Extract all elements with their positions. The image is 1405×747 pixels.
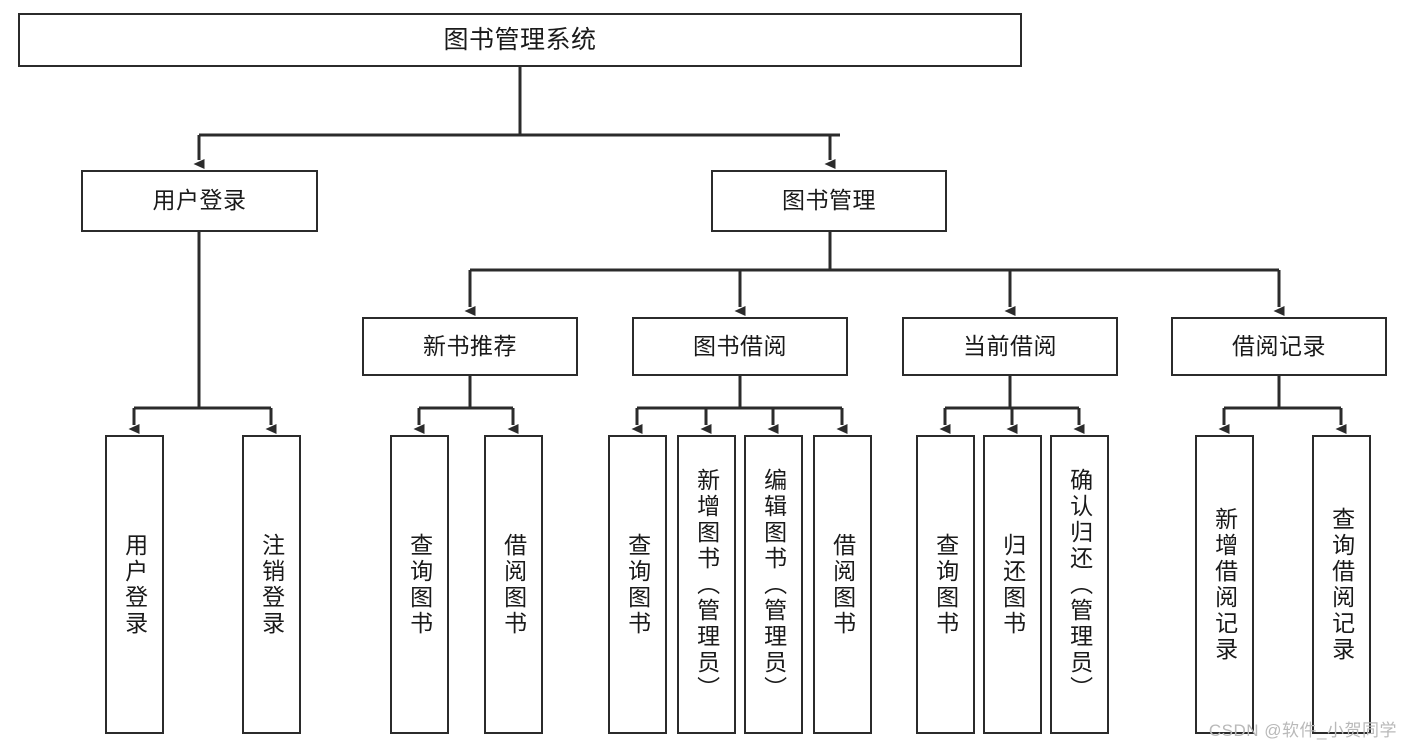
leaf-user-login[interactable]: 用户登录: [105, 435, 164, 734]
leaf-query-book-current-label: 查询图书: [932, 532, 959, 637]
edge-group-borrow: [631, 376, 848, 434]
edge-group-user-login: [128, 232, 277, 434]
leaf-edit-book-admin[interactable]: 编辑图书（管理员）: [744, 435, 803, 734]
node-root-label: 图书管理系统: [443, 26, 597, 54]
node-book-management-label: 图书管理: [782, 187, 876, 214]
node-book-borrow-label: 图书借阅: [693, 332, 787, 359]
leaf-add-borrow-record[interactable]: 新增借阅记录: [1195, 435, 1254, 734]
leaf-return-book-label: 归还图书: [999, 532, 1026, 637]
leaf-query-book-borrow[interactable]: 查询图书: [608, 435, 667, 734]
leaf-borrow-book[interactable]: 借阅图书: [813, 435, 872, 734]
leaf-borrow-book-recommend-label: 借阅图书: [500, 532, 527, 637]
node-current-borrow-label: 当前借阅: [963, 332, 1057, 359]
edge-group-current-borrow: [939, 376, 1085, 434]
node-book-management[interactable]: 图书管理: [711, 170, 947, 232]
node-root[interactable]: 图书管理系统: [18, 13, 1022, 67]
leaf-user-login-label: 用户登录: [121, 532, 148, 637]
edge-group-root: [193, 67, 840, 169]
leaf-query-borrow-record[interactable]: 查询借阅记录: [1312, 435, 1371, 734]
leaf-borrow-book-label: 借阅图书: [829, 532, 856, 637]
node-borrow-record[interactable]: 借阅记录: [1171, 317, 1387, 376]
leaf-logout[interactable]: 注销登录: [242, 435, 301, 734]
node-user-login[interactable]: 用户登录: [81, 170, 318, 232]
leaf-query-borrow-record-label: 查询借阅记录: [1328, 506, 1355, 663]
leaf-add-book-admin-label: 新增图书（管理员）: [693, 467, 720, 702]
leaf-logout-label: 注销登录: [258, 532, 285, 637]
leaf-borrow-book-recommend[interactable]: 借阅图书: [484, 435, 543, 734]
node-book-borrow[interactable]: 图书借阅: [632, 317, 848, 376]
leaf-query-book-current[interactable]: 查询图书: [916, 435, 975, 734]
node-new-book-recommend-label: 新书推荐: [423, 332, 517, 359]
leaf-query-book-recommend-label: 查询图书: [406, 532, 433, 637]
edge-group-new-book: [413, 376, 519, 434]
edge-group-borrow-record: [1218, 376, 1347, 434]
node-new-book-recommend[interactable]: 新书推荐: [362, 317, 578, 376]
node-user-login-label: 用户登录: [152, 187, 247, 214]
node-borrow-record-label: 借阅记录: [1232, 332, 1326, 359]
node-current-borrow[interactable]: 当前借阅: [902, 317, 1118, 376]
leaf-confirm-return-admin-label: 确认归还（管理员）: [1066, 467, 1093, 702]
leaf-edit-book-admin-label: 编辑图书（管理员）: [760, 467, 787, 702]
leaf-query-book-recommend[interactable]: 查询图书: [390, 435, 449, 734]
leaf-add-book-admin[interactable]: 新增图书（管理员）: [677, 435, 736, 734]
leaf-confirm-return-admin[interactable]: 确认归还（管理员）: [1050, 435, 1109, 734]
leaf-add-borrow-record-label: 新增借阅记录: [1211, 506, 1238, 663]
leaf-return-book[interactable]: 归还图书: [983, 435, 1042, 734]
edge-group-book-manage: [464, 232, 1285, 316]
leaf-query-book-borrow-label: 查询图书: [624, 532, 651, 637]
